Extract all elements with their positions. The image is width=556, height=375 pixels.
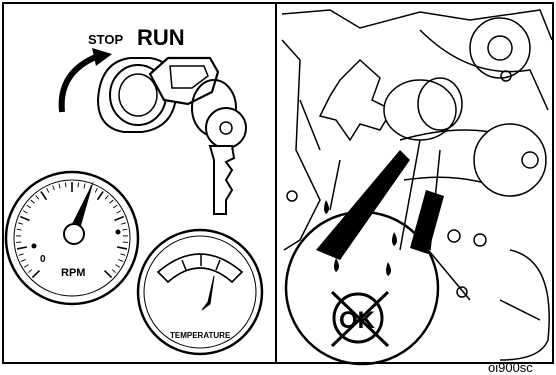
water-pump-pulley bbox=[474, 124, 546, 196]
stop-label: STOP bbox=[88, 32, 123, 47]
tachometer-dot-right bbox=[116, 230, 121, 235]
tachometer-hub bbox=[64, 224, 84, 244]
temperature-gauge-illustration: TEMPERATURE bbox=[138, 230, 262, 354]
tachometer-unit-label: RPM bbox=[61, 267, 85, 279]
run-label: RUN bbox=[137, 25, 185, 50]
tachometer-tick bbox=[65, 182, 66, 187]
tachometer-dot-left bbox=[32, 244, 37, 249]
figure-code: oi900sc bbox=[488, 360, 533, 375]
tachometer-tick bbox=[78, 182, 79, 187]
switch-inner-ring bbox=[119, 74, 157, 116]
temperature-label: TEMPERATURE bbox=[170, 331, 231, 340]
spare-key-hole bbox=[220, 122, 232, 134]
tachometer-illustration: 0 RPM bbox=[6, 172, 138, 304]
tachometer-zero-label: 0 bbox=[40, 254, 46, 265]
